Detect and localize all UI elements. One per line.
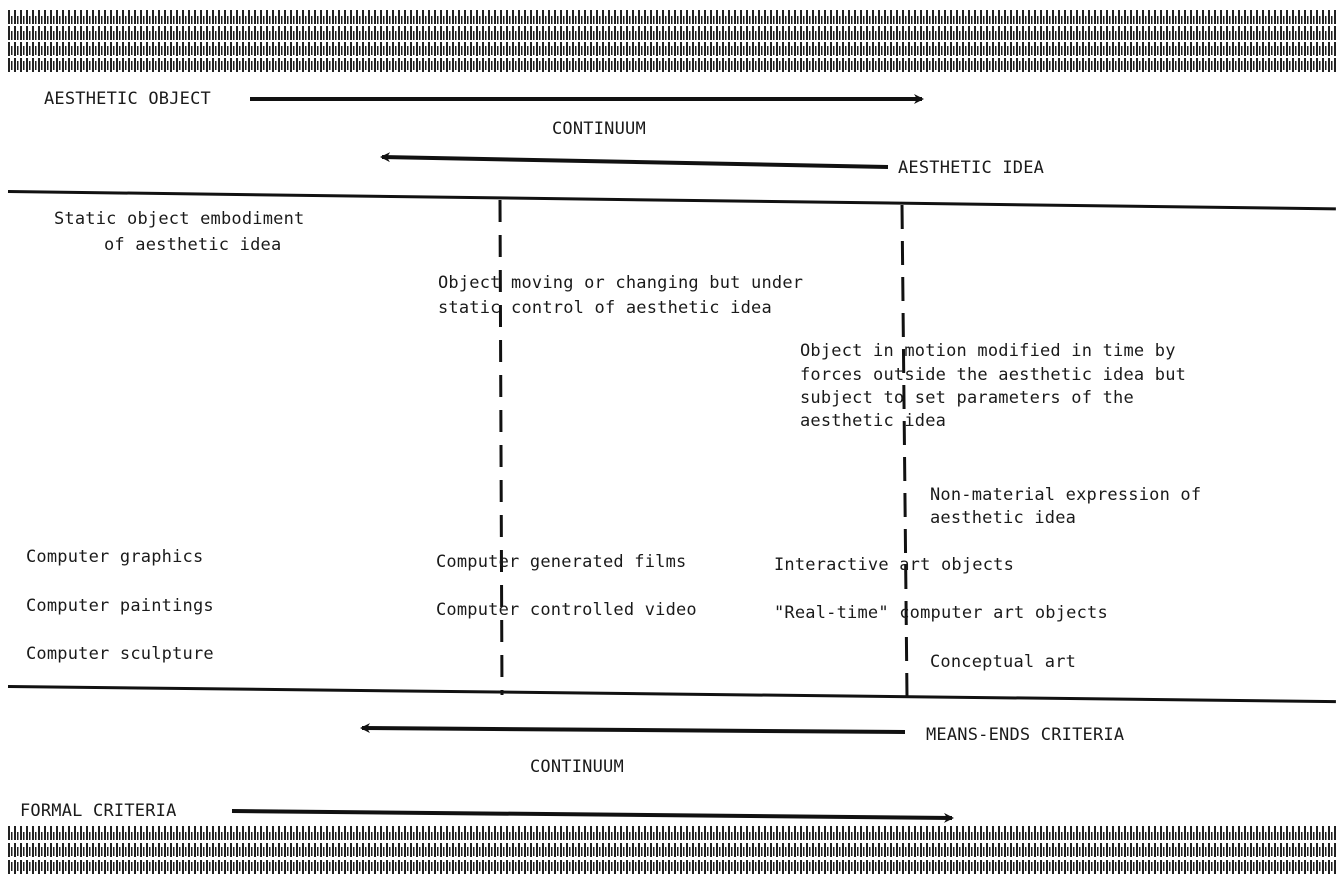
means-ends-criteria-label: MEANS-ENDS CRITERIA [926,725,1125,745]
bottom-decorative-band [8,826,1336,876]
aesthetic-idea-arrow [380,152,889,169]
motion-object-line-2: forces outside the aesthetic idea but [800,365,1187,385]
computer-controlled-video-label: Computer controlled video [436,600,697,620]
computer-graphics-label: Computer graphics [26,547,204,567]
non-material-line-2: aesthetic idea [930,508,1077,528]
motion-object-line-3: subject to set parameters of the [800,388,1134,408]
means-ends-arrow [360,723,906,734]
computer-paintings-label: Computer paintings [26,596,214,616]
moving-object-line-1: Object moving or changing but under [438,273,804,293]
top-continuum-label: CONTINUUM [552,119,646,139]
formal-criteria-arrow [231,809,954,823]
left-dashed-divider [498,199,504,696]
moving-object-line-2: static control of aesthetic idea [438,298,772,318]
aesthetic-idea-label: AESTHETIC IDEA [898,158,1045,178]
static-object-line-2: of aesthetic idea [104,235,282,255]
right-dashed-divider [900,204,909,698]
static-object-line-1: Static object embodiment [54,209,305,229]
real-time-objects-label: "Real-time" computer art objects [774,603,1108,623]
computer-generated-films-label: Computer generated films [436,552,687,572]
top-decorative-band [8,10,1336,74]
non-material-line-1: Non-material expression of [930,485,1202,505]
aesthetic-object-label: AESTHETIC OBJECT [44,89,211,109]
interactive-art-objects-label: Interactive art objects [774,555,1015,575]
conceptual-art-label: Conceptual art [930,652,1077,672]
computer-sculpture-label: Computer sculpture [26,644,214,664]
formal-criteria-label: FORMAL CRITERIA [20,801,177,821]
motion-object-line-1: Object in motion modified in time by [800,341,1176,361]
bottom-continuum-label: CONTINUUM [530,757,624,777]
motion-object-line-4: aesthetic idea [800,411,947,431]
